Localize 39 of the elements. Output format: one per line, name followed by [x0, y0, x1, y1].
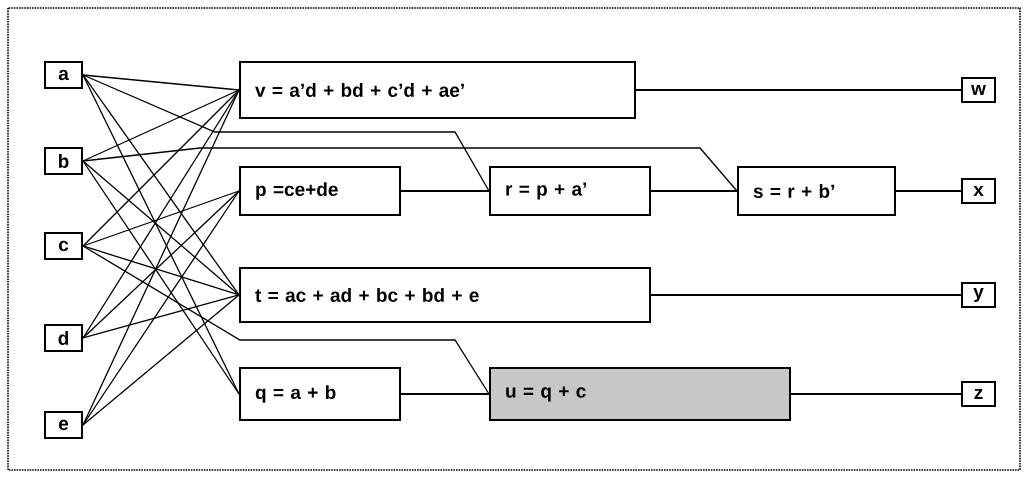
output-box: z [961, 381, 996, 407]
connector [82, 74, 240, 91]
connector [82, 89, 240, 162]
connector [650, 190, 738, 192]
input-box: a [44, 61, 83, 89]
gate-box: u = q + c [489, 367, 791, 421]
connector [82, 74, 240, 296]
output-box: w [961, 77, 996, 103]
connector [82, 89, 240, 247]
connector [82, 89, 240, 339]
output-box: y [961, 282, 996, 308]
gate-box: p =ce+de [239, 166, 401, 216]
gate-box: q = a + b [239, 367, 401, 421]
connector [82, 160, 240, 296]
gate-box: v = a’d + bd + c’d + ae’ [239, 61, 636, 119]
connector [82, 147, 738, 192]
connector [82, 190, 240, 339]
gate-box: r = p + a’ [489, 166, 651, 216]
gate-box: s = r + b’ [737, 166, 896, 216]
connector [635, 89, 962, 91]
connector [82, 294, 240, 339]
input-box: c [44, 232, 83, 260]
connector [82, 190, 240, 426]
connector [650, 294, 962, 296]
connector [82, 190, 240, 247]
connector [895, 190, 962, 192]
input-box: e [44, 411, 83, 439]
connector [82, 74, 490, 192]
connector [82, 245, 240, 296]
gate-box: t = ac + ad + bc + bd + e [239, 267, 651, 323]
connector [82, 294, 240, 426]
connector [82, 160, 240, 395]
connector [82, 245, 490, 395]
connector [400, 190, 490, 192]
connector [400, 393, 490, 395]
connector [790, 393, 962, 395]
input-box: b [44, 147, 83, 175]
output-box: x [961, 178, 996, 204]
input-box: d [44, 324, 83, 352]
